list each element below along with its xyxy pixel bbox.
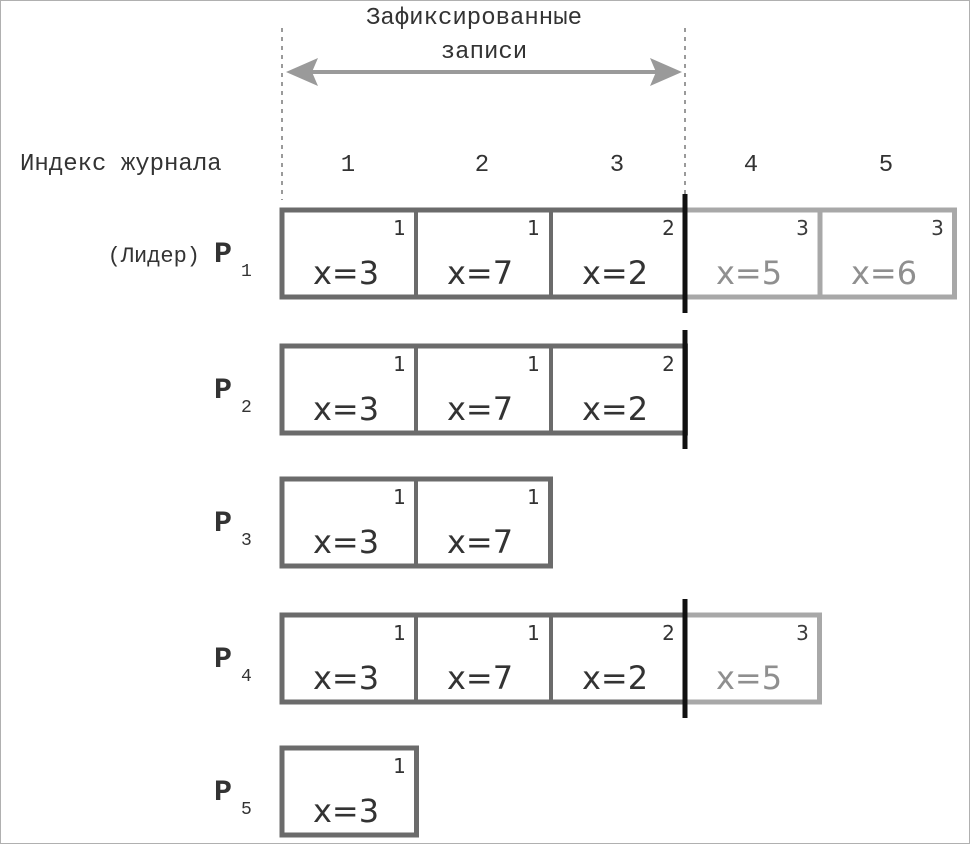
entry-command: x=3	[313, 523, 379, 561]
server-name: P	[214, 643, 232, 677]
log-entry: 1 x=7	[447, 485, 540, 561]
arrowhead-left	[286, 58, 318, 86]
entry-term: 1	[527, 621, 540, 645]
server-name: P	[214, 374, 232, 408]
log-index-4: 4	[744, 152, 758, 179]
entry-term: 2	[662, 621, 675, 645]
entry-term: 2	[662, 352, 675, 376]
log-entry: 1 x=7	[447, 216, 540, 292]
log-index-label: Индекс журнала	[20, 151, 222, 178]
log-index-2: 2	[475, 152, 489, 179]
committed-block	[279, 745, 419, 838]
entry-command: x=3	[313, 390, 379, 428]
entry-command: x=7	[447, 523, 513, 561]
log-entry: 2 x=2	[582, 352, 675, 428]
server-subscript: 3	[241, 531, 252, 551]
server-name: P	[214, 507, 232, 541]
entry-term: 2	[662, 216, 675, 240]
entry-command: x=3	[313, 792, 379, 830]
entry-term: 1	[393, 754, 406, 778]
server-subscript: 5	[241, 800, 252, 820]
server-name: P	[214, 776, 232, 810]
arrowhead-right	[650, 58, 682, 86]
committed-label-line1: Зафиксированные	[366, 5, 582, 32]
log-entry: 1 x=3	[313, 621, 406, 697]
entry-command: x=7	[447, 254, 513, 292]
log-entry: 2 x=2	[582, 216, 675, 292]
entry-term: 3	[796, 621, 809, 645]
entry-command: x=3	[313, 254, 379, 292]
entry-command: x=2	[582, 659, 648, 697]
entry-term: 3	[931, 216, 944, 240]
log-entry: 2 x=2	[582, 621, 675, 697]
log-index-1: 1	[341, 152, 355, 179]
log-entry: 1 x=3	[313, 754, 406, 830]
entry-command: x=5	[716, 659, 782, 697]
entry-command: x=7	[447, 659, 513, 697]
server-subscript: 2	[241, 398, 252, 418]
server-name: P	[214, 238, 232, 272]
log-index-5: 5	[879, 152, 893, 179]
log-entry: 1 x=3	[313, 216, 406, 292]
log-entry: 3 x=5	[716, 621, 809, 697]
log-entry: 3 x=5	[716, 216, 809, 292]
entry-command: x=2	[582, 390, 648, 428]
entry-command: x=2	[582, 254, 648, 292]
log-entry: 1 x=3	[313, 352, 406, 428]
log-entry: 1 x=3	[313, 485, 406, 561]
server-subscript: 1	[241, 262, 252, 282]
index-header-row: 1 2 3 4 5	[341, 152, 893, 179]
entry-term: 1	[527, 352, 540, 376]
entry-term: 1	[527, 485, 540, 509]
log-index-3: 3	[610, 152, 624, 179]
entry-command: x=7	[447, 390, 513, 428]
leader-label: (Лидер)	[108, 244, 200, 269]
entry-term: 1	[393, 485, 406, 509]
log-entry: 1 x=7	[447, 352, 540, 428]
entry-command: x=6	[851, 254, 917, 292]
log-entry: 1 x=7	[447, 621, 540, 697]
entry-term: 1	[393, 621, 406, 645]
committed-label-line2: записи	[441, 39, 527, 66]
entry-command: x=5	[716, 254, 782, 292]
entry-term: 3	[796, 216, 809, 240]
log-entry: 3 x=6	[851, 216, 944, 292]
entry-term: 1	[393, 216, 406, 240]
entry-command: x=3	[313, 659, 379, 697]
server-subscript: 4	[241, 667, 252, 687]
entry-term: 1	[393, 352, 406, 376]
entry-term: 1	[527, 216, 540, 240]
